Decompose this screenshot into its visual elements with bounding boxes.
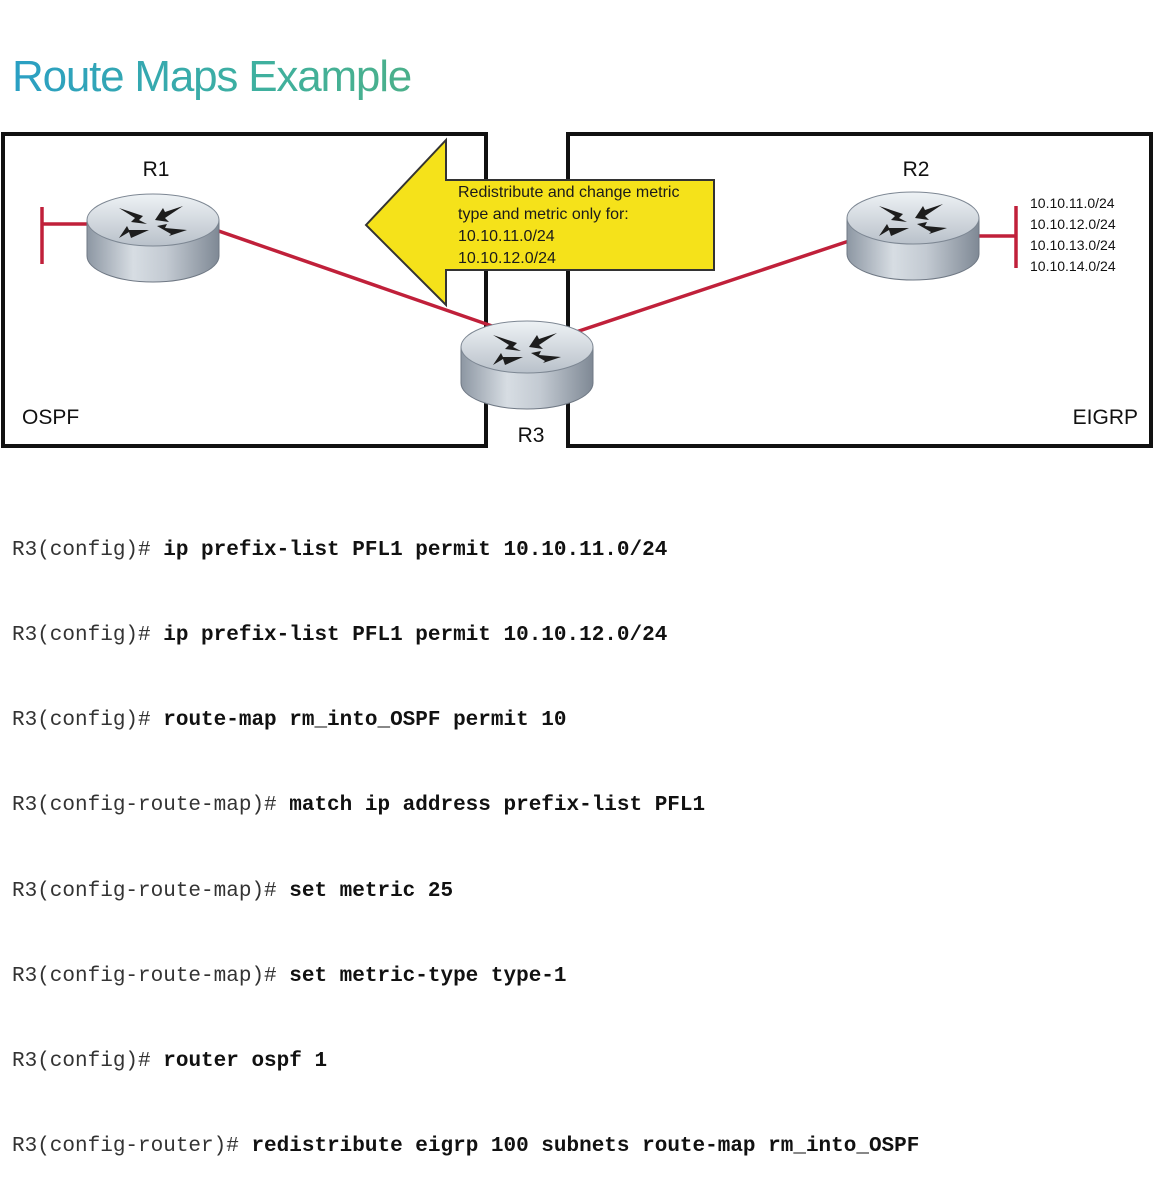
network-entry: 10.10.12.0/24	[1030, 216, 1116, 232]
config-prompt: R3(config)#	[12, 538, 164, 562]
config-line: R3(config-router)# redistribute eigrp 10…	[12, 1133, 919, 1161]
config-line: R3(config-route-map)# match ip address p…	[12, 792, 919, 820]
config-command: match ip address prefix-list PFL1	[289, 794, 706, 818]
config-command: router ospf 1	[163, 1050, 328, 1074]
config-line: R3(config)# router ospf 1	[12, 1048, 919, 1076]
config-prompt: R3(config-router)#	[12, 1135, 252, 1159]
config-command: route-map rm_into_OSPF permit 10	[163, 709, 567, 733]
config-listing: R3(config)# ip prefix-list PFL1 permit 1…	[12, 480, 919, 1190]
router-r3-icon	[460, 320, 594, 410]
link-r2-r3	[569, 238, 853, 336]
network-entry: 10.10.13.0/24	[1030, 237, 1116, 253]
config-command: redistribute eigrp 100 subnets route-map…	[251, 1135, 920, 1159]
config-prompt: R3(config-route-map)#	[12, 964, 290, 988]
eigrp-domain-label: EIGRP	[1073, 406, 1138, 429]
callout-line: Redistribute and change metric	[458, 184, 679, 201]
config-line: R3(config-route-map)# set metric-type ty…	[12, 963, 919, 991]
ospf-domain-label: OSPF	[22, 406, 79, 429]
callout-text: Redistribute and change metric type and …	[458, 184, 684, 267]
router-r1-icon	[86, 193, 220, 283]
router-r2-icon	[846, 191, 980, 281]
config-line: R3(config)# ip prefix-list PFL1 permit 1…	[12, 537, 919, 565]
config-prompt: R3(config-route-map)#	[12, 794, 290, 818]
config-prompt: R3(config)#	[12, 709, 164, 733]
slide-title: Route Maps Example	[12, 52, 412, 101]
link-r1-r3	[209, 226, 493, 328]
network-entry: 10.10.11.0/24	[1030, 195, 1115, 211]
config-line: R3(config)# ip prefix-list PFL1 permit 1…	[12, 622, 919, 650]
router-r2-label: R2	[903, 158, 930, 181]
ospf-domain-box	[1, 132, 488, 448]
router-r3-label: R3	[518, 424, 545, 447]
config-prompt: R3(config)#	[12, 1050, 164, 1074]
config-prompt: R3(config)#	[12, 624, 164, 648]
config-command: set metric 25	[289, 879, 454, 903]
router-r1-label: R1	[143, 158, 170, 181]
network-entry: 10.10.14.0/24	[1030, 258, 1116, 274]
config-command: ip prefix-list PFL1 permit 10.10.12.0/24	[163, 624, 668, 648]
callout-arrow	[364, 137, 715, 308]
network-list: 10.10.11.0/24 10.10.12.0/24 10.10.13.0/2…	[1030, 195, 1120, 274]
network-diagram: Redistribute and change metric type and …	[1, 132, 1153, 448]
callout-line: type and metric only for:	[458, 206, 629, 223]
config-command: set metric-type type-1	[289, 964, 567, 988]
config-command: ip prefix-list PFL1 permit 10.10.11.0/24	[163, 538, 668, 562]
eigrp-domain-box	[566, 132, 1153, 448]
config-prompt: R3(config-route-map)#	[12, 879, 290, 903]
config-line: R3(config-route-map)# set metric 25	[12, 878, 919, 906]
config-line: R3(config)# route-map rm_into_OSPF permi…	[12, 707, 919, 735]
callout-line: 10.10.11.0/24	[458, 228, 555, 245]
callout-line: 10.10.12.0/24	[458, 250, 556, 267]
